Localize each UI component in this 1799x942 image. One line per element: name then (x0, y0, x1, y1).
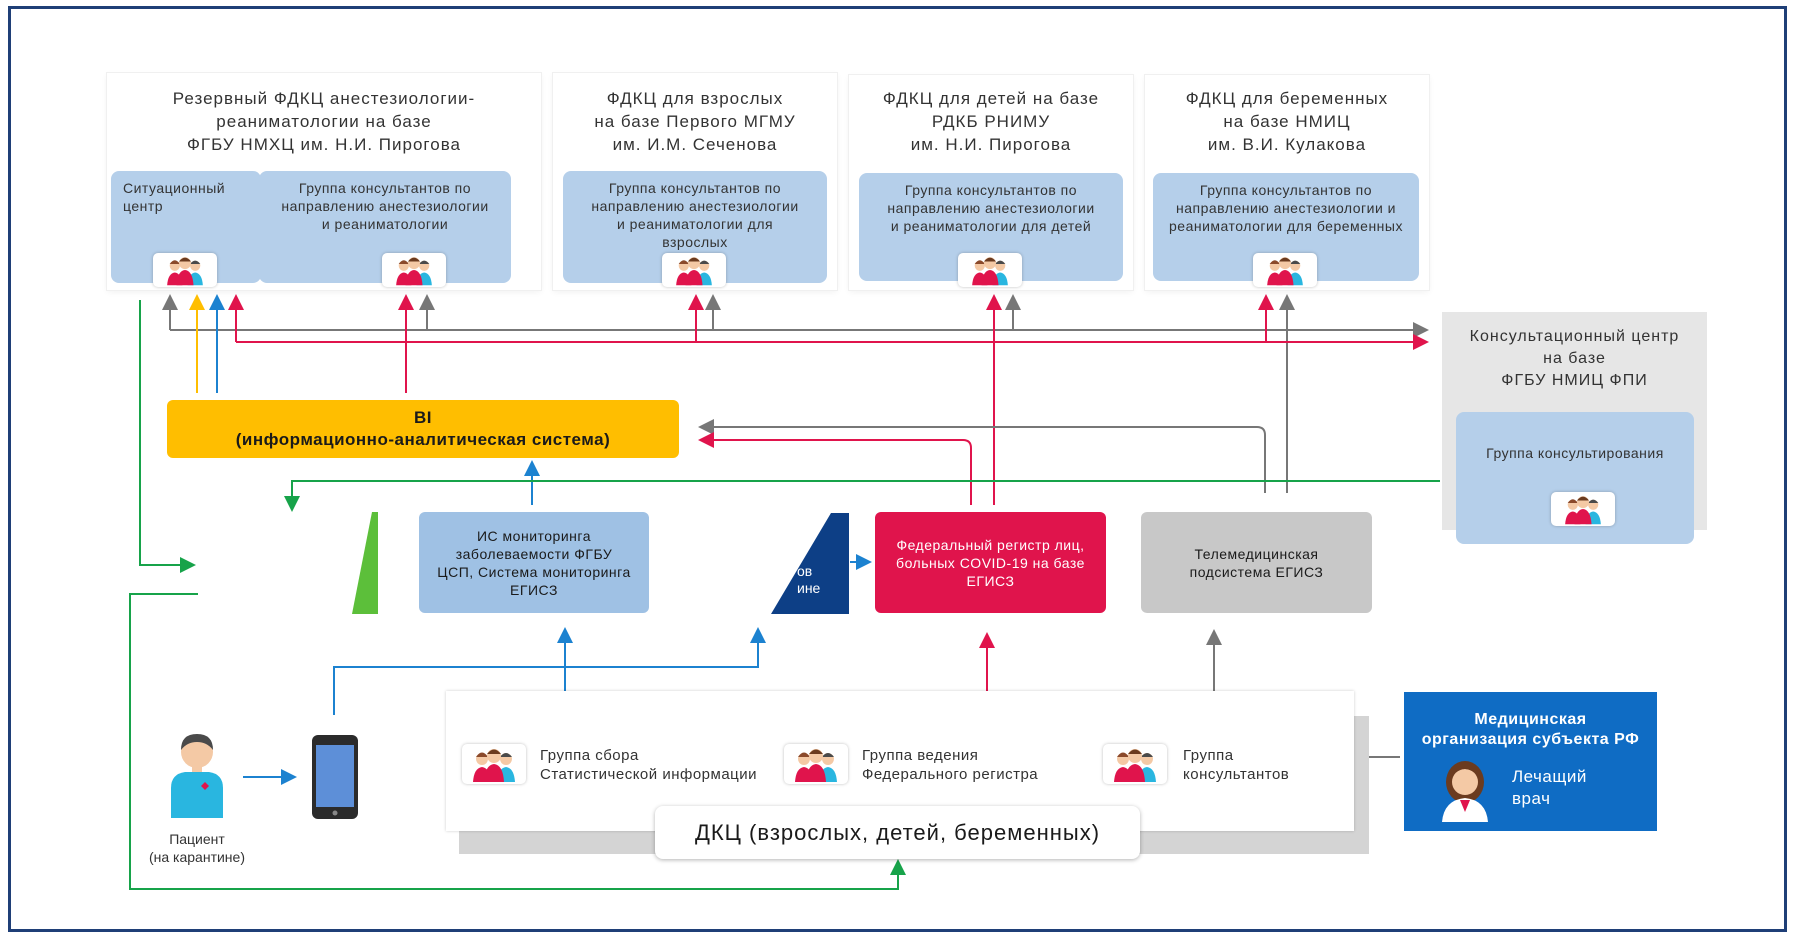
green-wedge-shape (352, 512, 378, 614)
people-group-icon (1253, 253, 1317, 287)
fdkc-adults-title: ФДКЦ для взрослых на базе Первого МГМУ и… (594, 89, 796, 154)
people-group-icon (382, 253, 446, 287)
bi-system: BI (информационно-аналитическая система) (167, 400, 679, 458)
doctor-icon (1442, 761, 1488, 822)
telemed-subsystem: Телемедицинская подсистема ЕГИСЗ (1141, 512, 1372, 613)
fdkc-pregnant-title: ФДКЦ для беременных на базе НМИЦ им. В.И… (1185, 89, 1389, 154)
consult-center-title: Консультационный центр на базе ФГБУ НМИЦ… (1469, 328, 1680, 389)
dkc-label: ДКЦ (взрослых, детей, беременных) (655, 806, 1140, 859)
fdkc-card-children: ФДКЦ для детей на базе РДКБ РНИМУ им. Н.… (849, 75, 1133, 290)
fdkc-reserve-consultants: Группа консультантов по направлению анес… (259, 171, 511, 283)
dark-navy-shape: ов ине (771, 513, 849, 614)
people-group-icon (153, 253, 217, 287)
people-group-icon (1103, 744, 1167, 784)
people-group-icon (784, 744, 848, 784)
people-group-icon (662, 253, 726, 287)
fdkc-reserve-title: Резервный ФДКЦ анестезиологии- реанимато… (172, 89, 476, 154)
fdkc-children-title: ФДКЦ для детей на базе РДКБ РНИМУ им. Н.… (882, 89, 1100, 154)
people-group-icon (462, 744, 526, 784)
patient-icon (171, 734, 223, 818)
federal-registry: Федеральный регистр лиц, больных COVID-1… (875, 512, 1106, 613)
med-org-title: Медицинская организация субъекта РФ (1421, 711, 1640, 748)
patient-label: Пациент (на карантине) (148, 831, 245, 865)
fdkc-card-reserve: Резервный ФДКЦ анестезиологии- реанимато… (107, 73, 541, 290)
is-monitoring: ИС мониторинга заболеваемости ФГБУ ЦСП, … (419, 512, 649, 613)
med-org-card: Медицинская организация субъекта РФ Леча… (1404, 692, 1657, 831)
dkc-group-consultants: Группа консультантов (1183, 747, 1290, 783)
diagram-frame (8, 6, 1787, 932)
smartphone-icon (312, 735, 358, 819)
people-group-icon (958, 253, 1022, 287)
people-group-icon (1551, 492, 1615, 526)
dark-shape-text: ов ине (797, 563, 821, 596)
dkc-group-registry: Группа ведения Федерального регистра (862, 747, 1039, 783)
fdkc-children-consultants: Группа консультантов по направлению анес… (859, 173, 1123, 281)
doctor-label: Лечащий врач (1512, 767, 1587, 808)
dkc-group-stats: Группа сбора Статистической информации (540, 747, 758, 783)
